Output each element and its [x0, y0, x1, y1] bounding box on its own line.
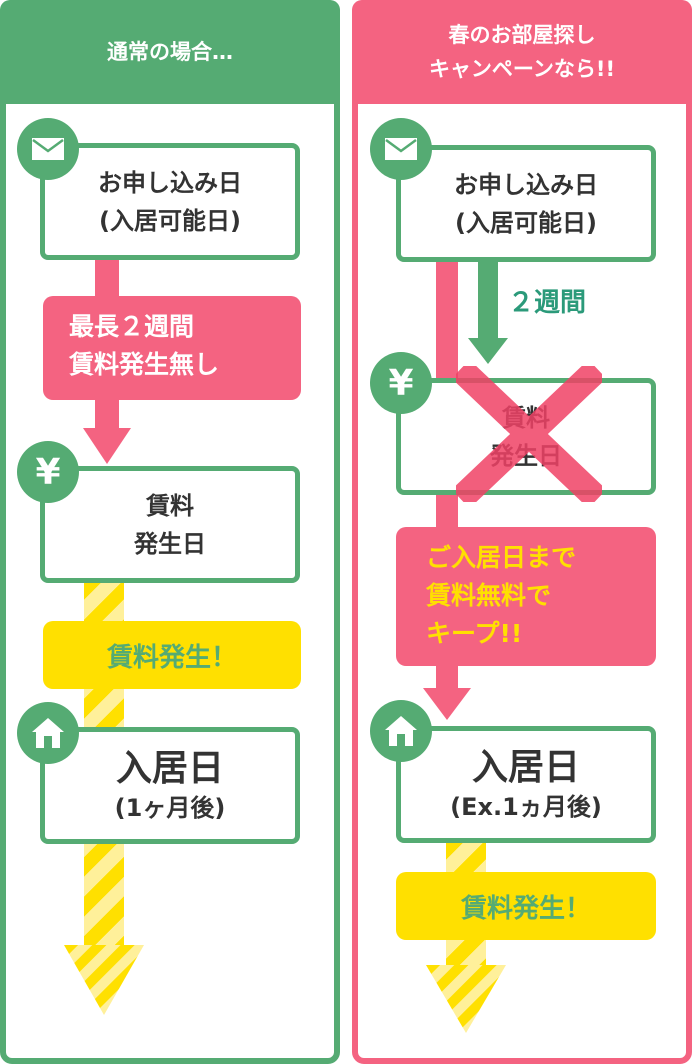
yen-icon: ¥ — [17, 441, 79, 503]
left-step3-line1: 入居日 — [115, 747, 224, 789]
right-column-header: 春のお部屋探し キャンペーンなら!! — [352, 0, 692, 104]
right-banner-line2: 賃料無料で — [426, 581, 552, 610]
right-pink-arrowhead — [423, 688, 471, 720]
right-rent-begins-banner: 賃料発生！ — [396, 872, 656, 940]
right-step1-line1: お申し込み日 — [454, 170, 598, 199]
right-header-line1: 春のお部屋探し — [448, 23, 596, 47]
house-icon — [17, 702, 79, 764]
left-step1-line1: お申し込み日 — [98, 168, 242, 197]
right-weeks-text: ２週間 — [508, 288, 587, 318]
right-free-rent-banner: ご入居日まで 賃料無料で キープ!! — [396, 527, 656, 666]
left-step2-line1: 賃料 — [146, 491, 194, 520]
right-step3-line1: 入居日 — [471, 746, 580, 788]
right-yellow-text: 賃料発生！ — [460, 893, 591, 924]
right-step3-line2: (Ex.1ヵ月後) — [450, 792, 602, 821]
left-step3-line2: (1ヶ月後) — [114, 793, 226, 822]
left-yellow-arrowhead — [64, 945, 144, 1015]
left-pink-arrowhead — [83, 428, 131, 464]
left-step2-line2: 発生日 — [134, 529, 206, 558]
right-two-weeks-label: ２週間 — [508, 282, 586, 319]
right-green-arrow — [478, 260, 498, 342]
left-move-in-date-box: 入居日 (1ヶ月後) — [40, 727, 300, 844]
left-free-period-banner: 最長２週間 賃料発生無し — [43, 296, 301, 400]
right-application-date-box: お申し込み日 (入居可能日) — [396, 145, 656, 262]
left-rent-start-date-box: 賃料 発生日 — [40, 466, 300, 583]
right-green-arrowhead — [468, 338, 508, 364]
right-yellow-arrowhead — [426, 965, 506, 1033]
left-banner-line2: 賃料発生無し — [69, 350, 220, 379]
left-yellow-text: 賃料発生！ — [106, 642, 237, 673]
left-column-header: 通常の場合… — [0, 0, 340, 104]
envelope-icon — [370, 118, 432, 180]
right-move-in-date-box: 入居日 (Ex.1ヵ月後) — [396, 726, 656, 843]
right-banner-line1: ご入居日まで — [426, 543, 577, 572]
left-header-title: 通常の場合… — [107, 40, 233, 64]
envelope-icon — [17, 118, 79, 180]
right-header-line2: キャンペーンなら!! — [428, 57, 616, 81]
left-step1-line2: (入居可能日) — [99, 206, 241, 235]
house-icon — [370, 700, 432, 762]
right-step1-line2: (入居可能日) — [455, 208, 597, 237]
right-banner-line3: キープ!! — [426, 619, 523, 648]
left-banner-line1: 最長２週間 — [69, 312, 195, 341]
left-application-date-box: お申し込み日 (入居可能日) — [40, 143, 300, 260]
cross-mark-icon — [456, 366, 602, 502]
left-rent-begins-banner: 賃料発生！ — [43, 621, 301, 689]
yen-icon: ¥ — [370, 352, 432, 414]
